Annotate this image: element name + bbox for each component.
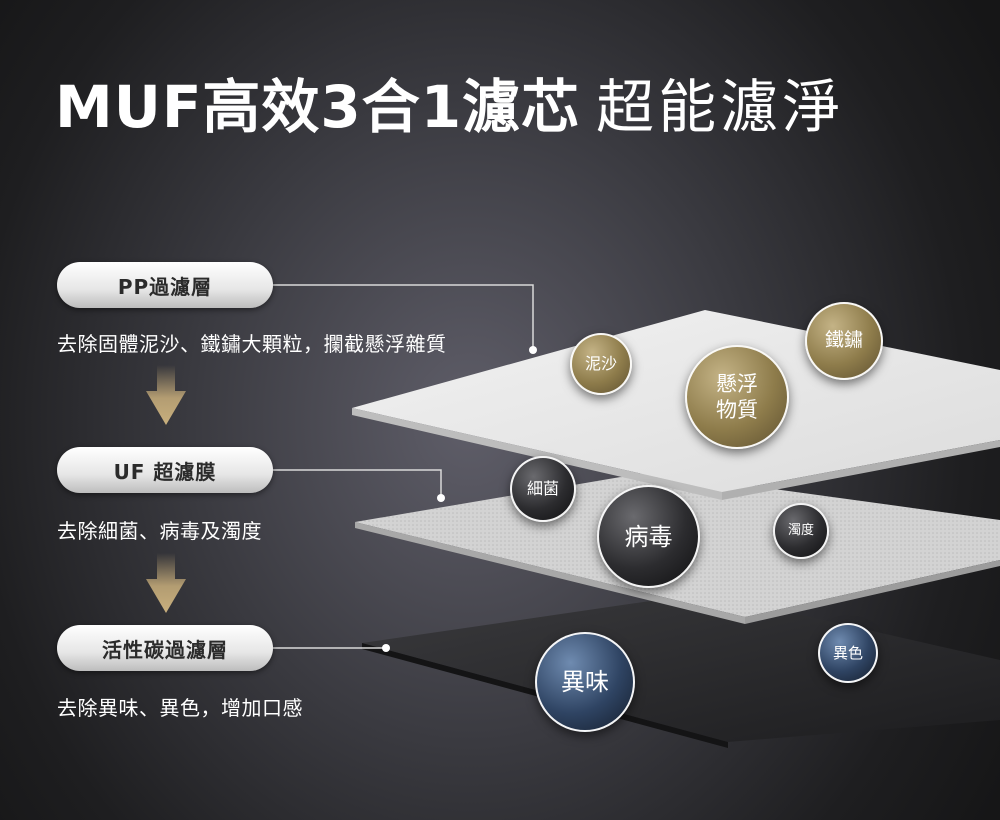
pp-layer [352, 310, 1000, 500]
carbon-layer [362, 593, 1000, 748]
contaminant-label: 異色 [832, 643, 863, 662]
contaminant-ball-odor: 異味 [535, 632, 635, 732]
contaminant-label: 細菌 [526, 479, 559, 498]
headline-light: 超能濾淨 [596, 73, 845, 141]
contaminant-label: 濁度 [787, 522, 814, 538]
contaminant-label: 鐵鏽 [824, 329, 863, 352]
down-arrow-icon [146, 553, 186, 613]
contaminant-ball-suspended-matter: 懸浮物質 [685, 345, 789, 449]
stage-uf-label: UF 超濾膜 [57, 447, 273, 493]
headline-bold: MUF高效3合1濾芯 [55, 73, 581, 141]
connector-lines [273, 284, 534, 649]
stage-uf-description: 去除細菌、病毒及濁度 [57, 519, 262, 543]
contaminant-label: 懸浮物質 [716, 371, 758, 422]
stage-carbon-description: 去除異味、異色，增加口感 [57, 696, 303, 720]
down-arrow-icon [146, 365, 186, 425]
contaminant-ball-rust: 鐵鏽 [805, 302, 883, 380]
stage-carbon-label: 活性碳過濾層 [57, 625, 273, 671]
contaminant-label: 泥沙 [584, 354, 617, 373]
contaminant-ball-sand: 泥沙 [570, 333, 632, 395]
contaminant-label: 異味 [561, 668, 609, 696]
stage-pp-label: PP過濾層 [57, 262, 273, 308]
contaminant-ball-discoloration: 異色 [818, 623, 878, 683]
connector-dots [382, 346, 537, 652]
headline: MUF高效3合1濾芯超能濾淨 [55, 78, 844, 136]
stage-pp-description: 去除固體泥沙、鐵鏽大顆粒，攔截懸浮雜質 [57, 332, 447, 356]
contaminant-ball-bacteria: 細菌 [510, 456, 576, 522]
contaminant-ball-turbidity: 濁度 [773, 503, 829, 559]
contaminant-ball-virus: 病毒 [597, 485, 700, 588]
contaminant-label: 病毒 [624, 522, 673, 551]
